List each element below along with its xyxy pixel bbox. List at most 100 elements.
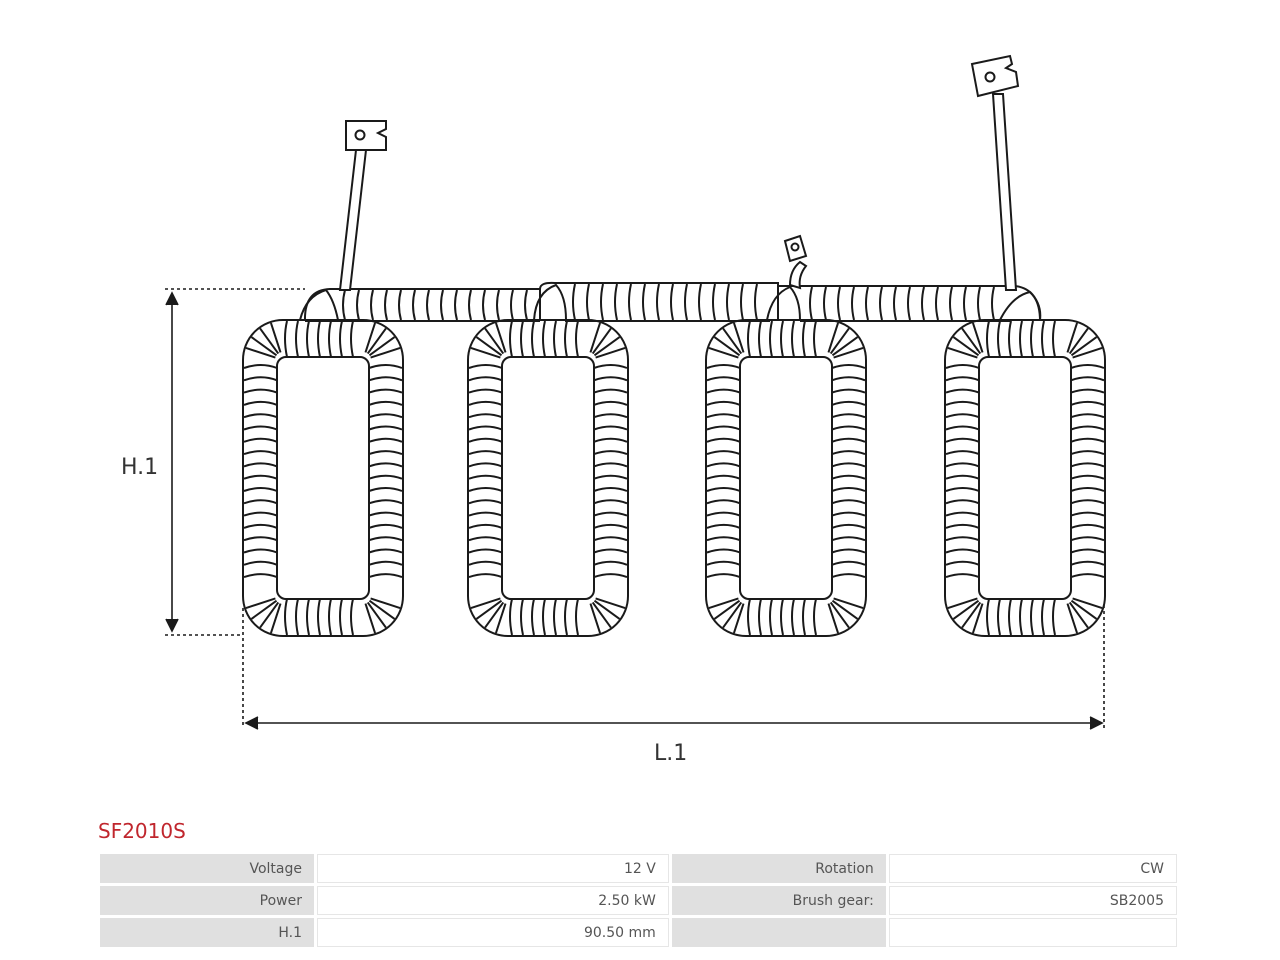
- arrow-head: [165, 618, 179, 633]
- winding-stroke: [440, 289, 444, 321]
- winding-stroke: [945, 364, 980, 369]
- winding-stroke: [564, 320, 568, 358]
- winding-stroke: [484, 601, 505, 629]
- winding-stroke: [243, 573, 278, 579]
- winding-stroke: [593, 511, 628, 517]
- winding-stroke: [945, 437, 980, 443]
- winding-stroke: [1070, 437, 1105, 443]
- winding-stroke: [317, 320, 321, 358]
- winding-stroke: [339, 320, 343, 358]
- winding-stroke: [614, 283, 618, 321]
- terminal-lead-right: [991, 93, 1018, 291]
- winding-stroke: [740, 283, 744, 321]
- winding-stroke: [368, 400, 403, 406]
- winding-stroke: [791, 320, 795, 358]
- winding-stroke: [1052, 320, 1056, 358]
- winding-stroke: [593, 487, 628, 492]
- winding-stroke: [947, 346, 978, 359]
- winding-stroke: [368, 425, 403, 431]
- winding-stroke: [642, 283, 646, 321]
- winding-stroke: [945, 413, 980, 419]
- winding-stroke: [1070, 400, 1105, 406]
- table-row: Power 2.50 kW Brush gear: SB2005: [100, 886, 1177, 915]
- winding-stroke: [706, 560, 741, 566]
- winding-stroke: [1070, 536, 1105, 542]
- terminal-group: [338, 54, 1020, 291]
- winding-stroke: [1070, 599, 1098, 620]
- winding-stroke: [531, 598, 535, 636]
- winding-stroke: [780, 598, 784, 636]
- terminal-lead-middle: [788, 260, 808, 290]
- winding-stroke: [952, 599, 980, 620]
- winding-stroke: [593, 364, 628, 369]
- coil-outer: [242, 319, 404, 637]
- winding-stroke: [591, 601, 612, 629]
- winding-stroke: [243, 462, 278, 468]
- winding-stroke: [468, 573, 503, 579]
- winding-stroke: [468, 437, 503, 443]
- winding-stroke: [1068, 601, 1089, 629]
- winding-stroke: [364, 322, 377, 353]
- winding-stroke: [356, 289, 360, 321]
- winding-stroke: [284, 320, 288, 358]
- winding-stroke: [802, 598, 806, 636]
- winding-stroke: [945, 400, 980, 406]
- winding-stroke: [368, 437, 403, 443]
- winding-stroke: [243, 499, 278, 505]
- winding-stroke: [328, 320, 332, 358]
- winding-stroke: [713, 599, 741, 620]
- winding-stroke: [1030, 320, 1034, 358]
- winding-stroke: [243, 548, 278, 554]
- winding-stroke: [831, 499, 866, 505]
- winding-stroke: [831, 560, 866, 566]
- winding-stroke: [949, 286, 953, 321]
- winding-stroke: [1070, 523, 1105, 529]
- winding-stroke: [384, 289, 388, 321]
- winding-stroke: [831, 511, 866, 517]
- winding-stroke: [831, 523, 866, 529]
- winding-stroke: [945, 487, 980, 492]
- winding-stroke: [732, 603, 745, 634]
- winding-stroke: [684, 283, 688, 321]
- winding-stroke: [831, 425, 866, 431]
- connection-bus: [299, 281, 1042, 322]
- winding-stroke: [468, 364, 503, 369]
- winding-stroke: [368, 487, 403, 492]
- winding-stroke: [468, 499, 503, 505]
- winding-stroke: [945, 376, 980, 382]
- dimension-lines: [165, 288, 1105, 730]
- winding-stroke: [893, 286, 897, 321]
- winding-stroke: [243, 425, 278, 431]
- terminal-hole: [790, 242, 800, 252]
- winding-stroke: [961, 601, 982, 629]
- winding-stroke: [245, 597, 276, 610]
- table-row: H.1 90.50 mm: [100, 918, 1177, 947]
- winding-stroke: [595, 346, 626, 359]
- winding-stroke: [368, 376, 403, 382]
- spec-value: [888, 918, 1177, 947]
- product-code-title: SF2010S: [98, 819, 186, 843]
- winding-stroke: [921, 286, 925, 321]
- winding-stroke: [706, 548, 741, 554]
- winding-stroke: [706, 573, 741, 579]
- winding-stroke: [747, 598, 751, 636]
- winding-stroke: [475, 336, 503, 357]
- winding-stroke: [1041, 598, 1045, 636]
- winding-stroke: [945, 388, 980, 394]
- field-coil: [467, 319, 629, 637]
- terminal-lead-left: [338, 149, 368, 291]
- winding-stroke: [494, 603, 507, 634]
- winding-stroke: [368, 364, 403, 369]
- coil-group: [242, 319, 1106, 637]
- winding-stroke: [553, 320, 557, 358]
- winding-stroke: [368, 599, 396, 620]
- winding-stroke: [831, 599, 859, 620]
- winding-stroke: [468, 523, 503, 529]
- winding-stroke: [706, 437, 741, 443]
- arrow-head: [244, 716, 259, 730]
- winding-stroke: [769, 598, 773, 636]
- winding-stroke: [945, 474, 980, 480]
- winding-stroke: [945, 462, 980, 468]
- winding-stroke: [510, 289, 514, 321]
- winding-stroke: [706, 376, 741, 382]
